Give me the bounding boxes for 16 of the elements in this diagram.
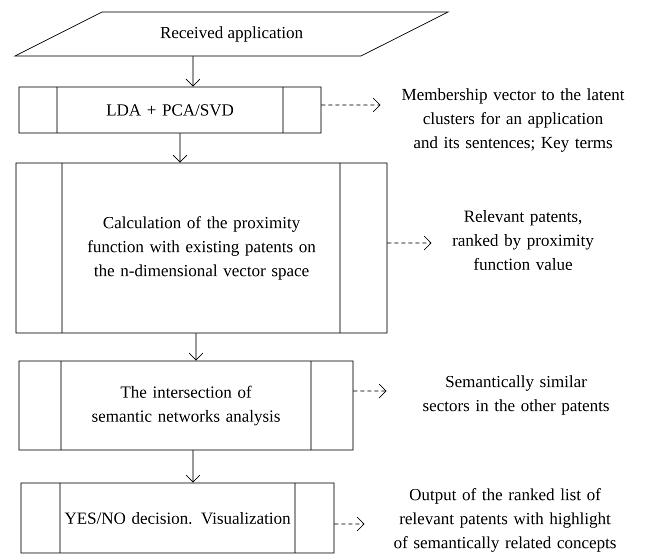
dashed-arrow: [321, 98, 381, 112]
dashed-arrow: [387, 236, 432, 250]
process-box: The intersection of semantic networks analysis: [18, 360, 354, 450]
output-text: Semantically similar sectors in the other patents: [423, 375, 609, 415]
output-text: Membership vector to the latent clusters for an application and its sentences; Key terms: [402, 88, 624, 152]
output-text: Relevant patents, ranked by proximity function value: [452, 210, 594, 270]
arrow: [172, 133, 188, 163]
process-box: LDA + PCA/SVD: [18, 86, 322, 134]
arrow: [186, 56, 200, 87]
process-box: Calculation of the proximity function with existing patents on the n-dimensional vector space: [16, 162, 388, 334]
output-text: Output of the ranked list of relevant patents with highlight of semantically related concepts: [394, 488, 616, 552]
arrow: [186, 450, 200, 483]
arrow: [188, 333, 204, 361]
process-box: YES/NO decision. Visualization: [20, 482, 334, 554]
dashed-arrow: [353, 384, 387, 398]
dashed-arrow: [334, 516, 365, 532]
